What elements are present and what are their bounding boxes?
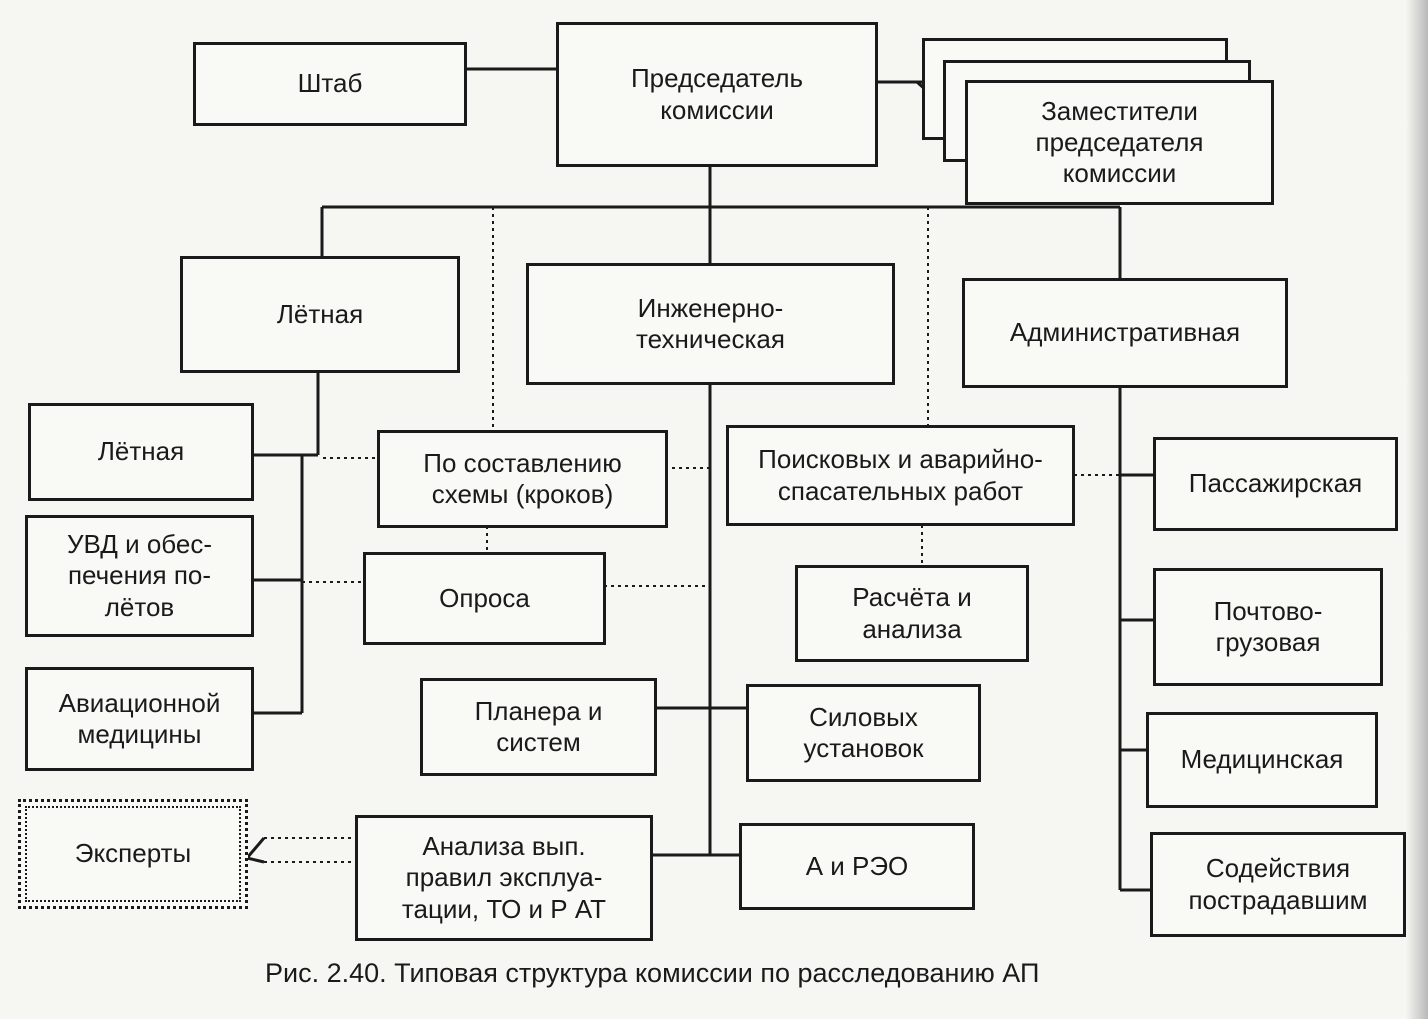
node-aviation-medicine: Авиационной медицины [25, 667, 254, 771]
node-operation-rules: Анализа вып. правил эксплуа- тации, ТО и… [355, 815, 653, 941]
node-airframe: Планера и систем [420, 678, 657, 776]
node-hq: Штаб [193, 42, 467, 126]
node-flight-group: Лётная [180, 256, 460, 373]
node-admin-group: Административная [962, 278, 1288, 388]
node-search-rescue: Поисковых и аварийно- спасательных работ [726, 425, 1075, 526]
node-victims-support: Содействия пострадавшим [1150, 832, 1406, 937]
node-chairman: Председатель комиссии [556, 22, 878, 167]
node-atc: УВД и обес- печения по- лётов [25, 515, 254, 637]
node-medical: Медицинская [1146, 712, 1378, 808]
link-experts-bracket-top [245, 837, 266, 859]
node-calculation: Расчёта и анализа [795, 565, 1029, 662]
node-avionics: А и РЭО [739, 823, 975, 910]
node-powerplants: Силовых установок [746, 684, 981, 782]
figure-caption: Рис. 2.40. Типовая структура комиссии по… [265, 958, 1040, 988]
page-edge-shadow [1406, 0, 1428, 1019]
node-passenger: Пассажирская [1153, 437, 1398, 531]
node-survey: Опроса [363, 552, 606, 645]
dotted-connectors [264, 207, 1120, 863]
solid-connectors [245, 67, 1155, 892]
node-postal-cargo: Почтово- грузовая [1153, 568, 1383, 686]
node-deputies: Заместители председателя комиссии [965, 80, 1274, 205]
node-flight-sub: Лётная [28, 403, 254, 501]
link-experts-bracket-bottom [246, 856, 265, 864]
node-scheme: По составлению схемы (кроков) [377, 430, 668, 528]
node-engineering-group: Инженерно- техническая [526, 263, 895, 385]
node-experts: Эксперты [18, 799, 248, 909]
